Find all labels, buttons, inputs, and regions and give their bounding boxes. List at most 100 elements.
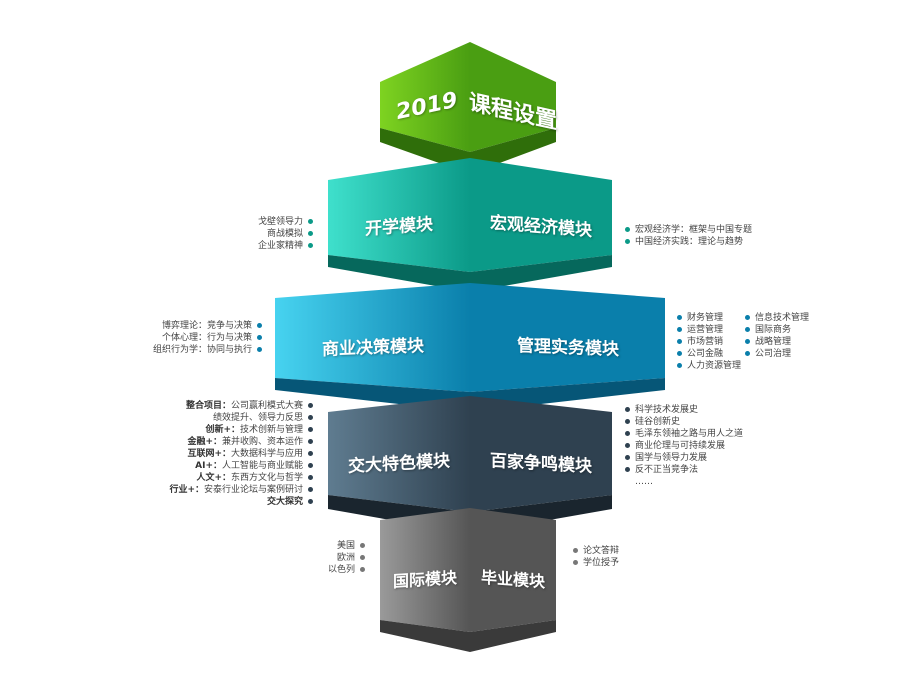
list-guoji: 美国欧洲以色列 (328, 540, 370, 576)
bullet-icon (625, 443, 630, 448)
block-left-label: 商业决策模块 (321, 336, 424, 361)
list-item: 中国经济实践：理论与趋势 (620, 236, 752, 248)
bullet-icon (360, 555, 365, 560)
list-item: 宏观经济学：框架与中国专题 (620, 224, 752, 236)
bullet-icon (677, 339, 682, 344)
bullet-icon (308, 415, 313, 420)
list-item: 反不正当竞争法 (620, 464, 743, 476)
list-item: 商业伦理与可持续发展 (620, 440, 743, 452)
bullet-icon (308, 463, 313, 468)
bullet-icon (677, 315, 682, 320)
bullet-icon (677, 351, 682, 356)
list-item: 组织行为学：协同与执行 (153, 344, 267, 356)
list-item: 科学技术发展史 (620, 404, 743, 416)
bullet-icon (308, 403, 313, 408)
bullet-icon (257, 335, 262, 340)
list-item: 国际商务 (740, 324, 809, 336)
block-left-face (380, 42, 470, 152)
bullet-icon (745, 351, 750, 356)
list-item: 人力资源管理 (672, 360, 741, 372)
bullet-icon (573, 548, 578, 553)
list-item: 财务管理 (672, 312, 741, 324)
bullet-icon (677, 327, 682, 332)
block-right-face (470, 283, 665, 392)
list-shangye: 博弈理论：竞争与决策个体心理：行为与决策组织行为学：协同与执行 (153, 320, 267, 356)
block-right-face (470, 158, 612, 272)
bullet-icon (625, 455, 630, 460)
bullet-icon (625, 431, 630, 436)
bullet-icon (308, 231, 313, 236)
bullet-icon (625, 419, 630, 424)
list-item: 公司治理 (740, 348, 809, 360)
list-item: 博弈理论：竞争与决策 (153, 320, 267, 332)
list-item: 企业家精神 (258, 240, 318, 252)
block-left-label: 开学模块 (365, 214, 433, 240)
bullet-icon (573, 560, 578, 565)
bullet-icon (677, 363, 682, 368)
block-left-face (328, 396, 470, 512)
list-item: 市场营销 (672, 336, 741, 348)
block-left-face (380, 508, 470, 632)
list-hongguan: 宏观经济学：框架与中国专题中国经济实践：理论与趋势 (620, 224, 752, 248)
list-item: 国学与领导力发展 (620, 452, 743, 464)
bullet-icon (308, 475, 313, 480)
bullet-icon (745, 327, 750, 332)
list-item: 个体心理：行为与决策 (153, 332, 267, 344)
bullet-icon (360, 567, 365, 572)
block-left-label: 国际模块 (393, 567, 458, 592)
list-item: 互联网+：大数据科学与应用 (169, 448, 318, 460)
bullet-icon (257, 347, 262, 352)
list-item: …… (635, 477, 653, 487)
bullet-icon (308, 439, 313, 444)
list-item: 人文+：东西方文化与哲学 (169, 472, 318, 484)
list-item: 绩效提升、领导力反思 (169, 412, 318, 424)
bullet-icon (308, 499, 313, 504)
bullet-icon (625, 407, 630, 412)
bullet-icon (308, 451, 313, 456)
list-item: 信息技术管理 (740, 312, 809, 324)
list-item: AI+：人工智能与商业赋能 (169, 460, 318, 472)
list-item: 戈壁领导力 (258, 216, 318, 228)
block-underside (275, 378, 665, 412)
bullet-icon (360, 543, 365, 548)
bullet-icon (308, 219, 313, 224)
list-item: 毛泽东领袖之路与用人之道 (620, 428, 743, 440)
list-baijia: 科学技术发展史硅谷创新史毛泽东领袖之路与用人之道商业伦理与可持续发展国学与领导力… (620, 404, 743, 488)
block-left-face (328, 158, 470, 272)
block-underside (380, 620, 556, 652)
bullet-icon (745, 315, 750, 320)
list-item: 公司金融 (672, 348, 741, 360)
list-biye: 论文答辩学位授予 (568, 545, 619, 569)
bullet-icon (308, 487, 313, 492)
block-right-label: 管理实务模块 (516, 336, 619, 361)
bullet-icon (308, 243, 313, 248)
block-right-face (470, 508, 556, 632)
bullet-icon (625, 227, 630, 232)
list-item: 美国 (328, 540, 370, 552)
bullet-icon (625, 239, 630, 244)
list-item: 论文答辩 (568, 545, 619, 557)
block-left-face (275, 283, 470, 392)
list-item: 交大探究 (169, 496, 318, 508)
list-item: 学位授予 (568, 557, 619, 569)
list-item: 行业+：安泰行业论坛与案例研讨 (169, 484, 318, 496)
block-right-face (470, 396, 612, 512)
block-right-label: 毕业模块 (481, 567, 546, 592)
bullet-icon (625, 467, 630, 472)
list-item: 战略管理 (740, 336, 809, 348)
list-item: 金融+：兼并收购、资本运作 (169, 436, 318, 448)
block-right-face (470, 42, 556, 152)
list-item: 欧洲 (328, 552, 370, 564)
list-tese: 整合项目：公司赢利模式大赛绩效提升、领导力反思创新+：技术创新与管理金融+：兼并… (169, 400, 318, 508)
list-guanli-1: 财务管理运营管理市场营销公司金融人力资源管理 (672, 312, 741, 372)
list-item: 运营管理 (672, 324, 741, 336)
list-item: 硅谷创新史 (620, 416, 743, 428)
bullet-icon (745, 339, 750, 344)
block-underside (328, 255, 612, 292)
bullet-icon (257, 323, 262, 328)
list-kaixue: 戈壁领导力商战模拟企业家精神 (258, 216, 318, 252)
list-guanli-2: 信息技术管理国际商务战略管理公司治理 (740, 312, 809, 360)
list-item: 商战模拟 (258, 228, 318, 240)
